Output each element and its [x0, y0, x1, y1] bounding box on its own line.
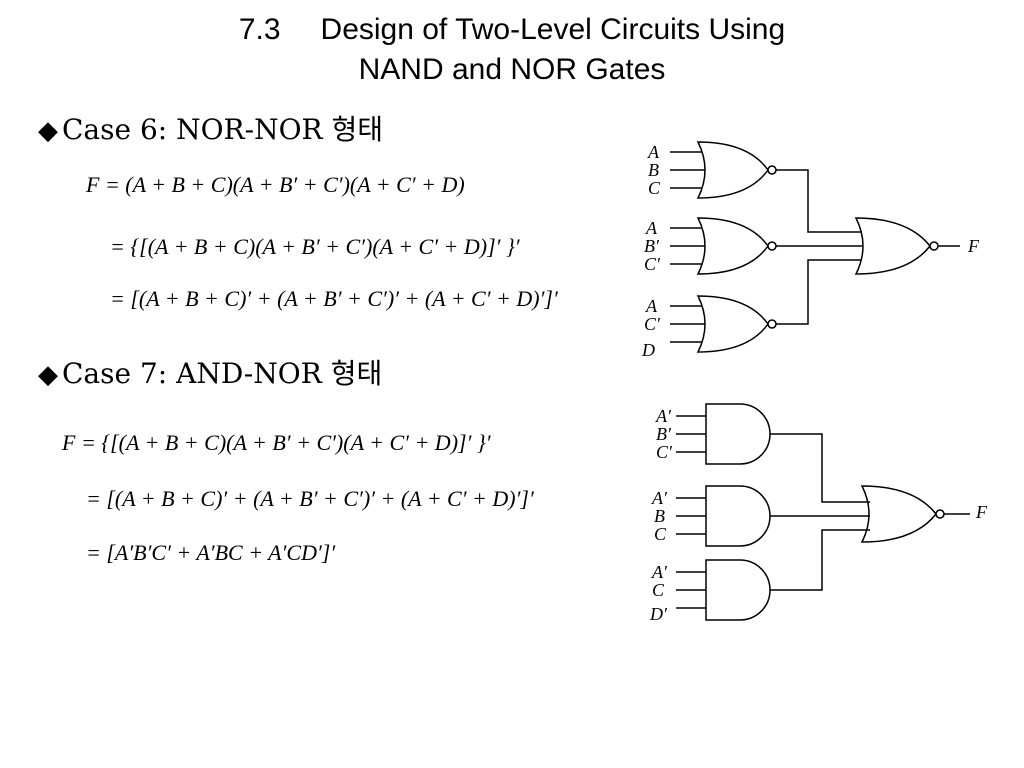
nor-gate-1 [670, 141, 777, 199]
case7-g1-in-0: A′ [655, 406, 672, 426]
case6-g2-in-0: A [645, 218, 658, 238]
case7-equation-2: = [(A + B + C)′ + (A + B′ + C′)′ + (A + … [86, 486, 534, 511]
case6-g3-in-1: C′ [644, 314, 661, 334]
case7-g1-in-2: C′ [656, 442, 673, 462]
diamond-bullet-icon: ◆ [38, 360, 58, 390]
nor-gate-3 [670, 295, 777, 353]
case7-equation-3: = [A′B′C′ + A′BC + A′CD′]′ [86, 540, 336, 565]
case7-g2-in-1: B [654, 506, 665, 526]
case7-g3-in-0: A′ [651, 562, 668, 582]
case7-g3-in-2: D′ [649, 604, 668, 624]
case6-equation-3: = [(A + B + C)′ + (A + B′ + C′)′ + (A + … [110, 286, 558, 311]
case6-g1-in-0: A [647, 142, 660, 162]
case6-equation-2: = {[(A + B + C)(A + B′ + C′)(A + C′ + D)… [110, 234, 520, 259]
case7-output-label: F [975, 502, 988, 522]
slide-title: 7.3 Design of Two-Level Circuits Using NA… [0, 10, 1024, 90]
case7-g3-in-1: C [652, 580, 665, 600]
and-gate-2 [676, 485, 771, 547]
case6-g1-in-2: C [648, 178, 661, 198]
section-number: 7.3 [238, 13, 281, 46]
nor-gate-2 [670, 217, 777, 275]
diamond-bullet-icon: ◆ [38, 116, 58, 146]
case6-output-label: F [967, 236, 980, 256]
case7-equation-1: F = {[(A + B + C)(A + B′ + C′)(A + C′ + … [62, 430, 491, 455]
case6-nor-nor-circuit: A B C A B′ C′ A C′ D F [641, 141, 980, 360]
case7-g2-in-0: A′ [651, 488, 668, 508]
case6-g2-in-2: C′ [644, 254, 661, 274]
case7-g2-in-2: C [654, 524, 667, 544]
case7-heading: Case 7: AND-NOR 형태 [62, 357, 383, 390]
and-gate-1 [676, 403, 771, 465]
case6-g3-in-0: A [645, 296, 658, 316]
case7-g1-in-1: B′ [656, 424, 672, 444]
and-gate-3 [676, 559, 771, 621]
title-line-1: Design of Two-Level Circuits Using [320, 13, 786, 46]
case6-g2-in-1: B′ [644, 236, 660, 256]
title-line-2: NAND and NOR Gates [358, 53, 666, 86]
nor-gate-output [860, 485, 970, 543]
case6-heading-row: ◆Case 6: NOR-NOR 형태 [38, 108, 383, 148]
case6-heading: Case 6: NOR-NOR 형태 [62, 113, 384, 146]
case6-g1-in-1: B [648, 160, 659, 180]
case6-equation-1: F = (A + B + C)(A + B′ + C′)(A + C′ + D) [86, 172, 465, 197]
case7-and-nor-circuit: A′ B′ C′ A′ B C A′ C D′ F [649, 403, 988, 624]
case7-heading-row: ◆Case 7: AND-NOR 형태 [38, 352, 382, 392]
nor-gate-output [854, 217, 960, 275]
case6-g3-in-2: D [641, 340, 655, 360]
